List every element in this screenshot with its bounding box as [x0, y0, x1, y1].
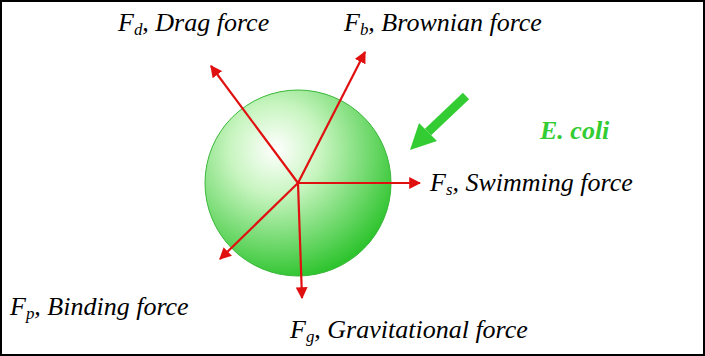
- force-arrow: [211, 66, 298, 183]
- force-arrow: [298, 183, 302, 298]
- callout-arrow-shaft: [428, 96, 466, 132]
- force-symbol: F: [344, 8, 360, 37]
- species-label: E. coli: [540, 116, 609, 145]
- force-symbol: F: [10, 292, 26, 321]
- force-subscript: p: [26, 304, 34, 323]
- callout-arrow-head: [410, 123, 437, 150]
- force-label: Fd, Drag force: [118, 8, 269, 45]
- force-arrow: [220, 183, 298, 259]
- force-name: , Swimming force: [452, 168, 632, 197]
- force-symbol: F: [290, 315, 306, 344]
- force-subscript: d: [134, 20, 142, 39]
- force-name: , Drag force: [142, 8, 269, 37]
- force-label: Fg, Gravitational force: [290, 315, 528, 352]
- force-symbol: F: [430, 168, 446, 197]
- force-symbol: F: [118, 8, 134, 37]
- force-arrow: [298, 182, 420, 184]
- force-label: Fp, Binding force: [10, 292, 189, 329]
- callout-label: E. coli: [540, 116, 609, 146]
- callout-arrow: [410, 96, 466, 150]
- force-subscript: b: [360, 20, 368, 39]
- force-subscript: g: [306, 327, 314, 346]
- force-name: , Brownian force: [368, 8, 542, 37]
- force-arrow: [298, 52, 365, 183]
- force-name: , Binding force: [34, 292, 188, 321]
- force-label: Fs, Swimming force: [430, 168, 633, 205]
- force-subscript: s: [446, 180, 453, 199]
- force-name: , Gravitational force: [314, 315, 528, 344]
- force-label: Fb, Brownian force: [344, 8, 542, 45]
